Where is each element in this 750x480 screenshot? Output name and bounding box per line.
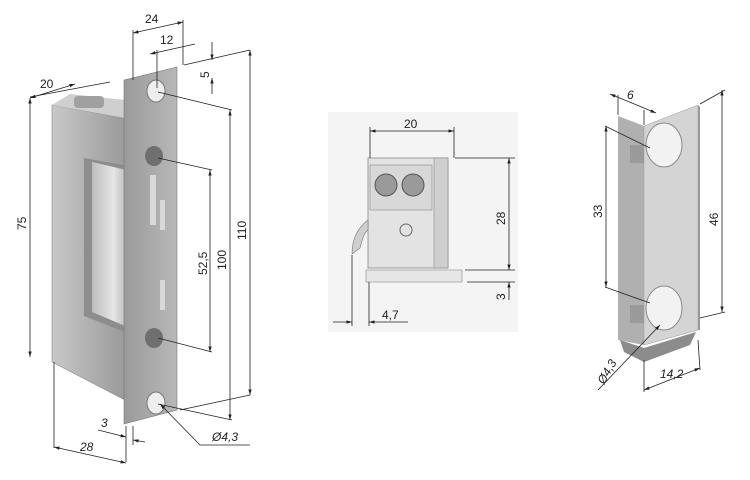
angle-dim-width: 14,2 [660, 367, 684, 381]
dim-plate-thickness: 3 [101, 416, 108, 430]
dim-screw-spacing: 52,5 [196, 251, 210, 275]
dim-hole-spacing: 100 [215, 250, 229, 270]
strike-body-view: 24 12 5 20 75 52,5 100 110 3 28 [15, 12, 252, 464]
dim-body-height: 75 [15, 216, 29, 230]
dim-hole-offset: 12 [160, 33, 174, 47]
dim-hole-diameter: Ø4,3 [211, 430, 238, 444]
angle-dim-hole-diameter: Ø4,3 [594, 357, 620, 388]
end-dim-base-thickness: 3 [494, 293, 508, 300]
angle-dim-flange: 6 [627, 88, 634, 102]
end-dim-width: 20 [404, 117, 418, 131]
end-dim-height: 28 [494, 211, 508, 225]
dim-hole-top-offset: 5 [198, 71, 212, 78]
dim-plate-width: 24 [145, 12, 159, 26]
dim-plate-height: 110 [235, 221, 249, 240]
dim-body-depth: 20 [40, 77, 54, 91]
end-dim-latch-offset: 4,7 [382, 308, 399, 322]
angle-plate-view: 6 33 46 Ø4,3 14,2 [591, 88, 726, 392]
end-view: 20 28 3 4,7 [328, 112, 518, 332]
angle-dim-height: 46 [707, 212, 721, 226]
angle-dim-hole-spacing: 33 [591, 204, 605, 218]
dim-total-depth: 28 [79, 440, 94, 454]
